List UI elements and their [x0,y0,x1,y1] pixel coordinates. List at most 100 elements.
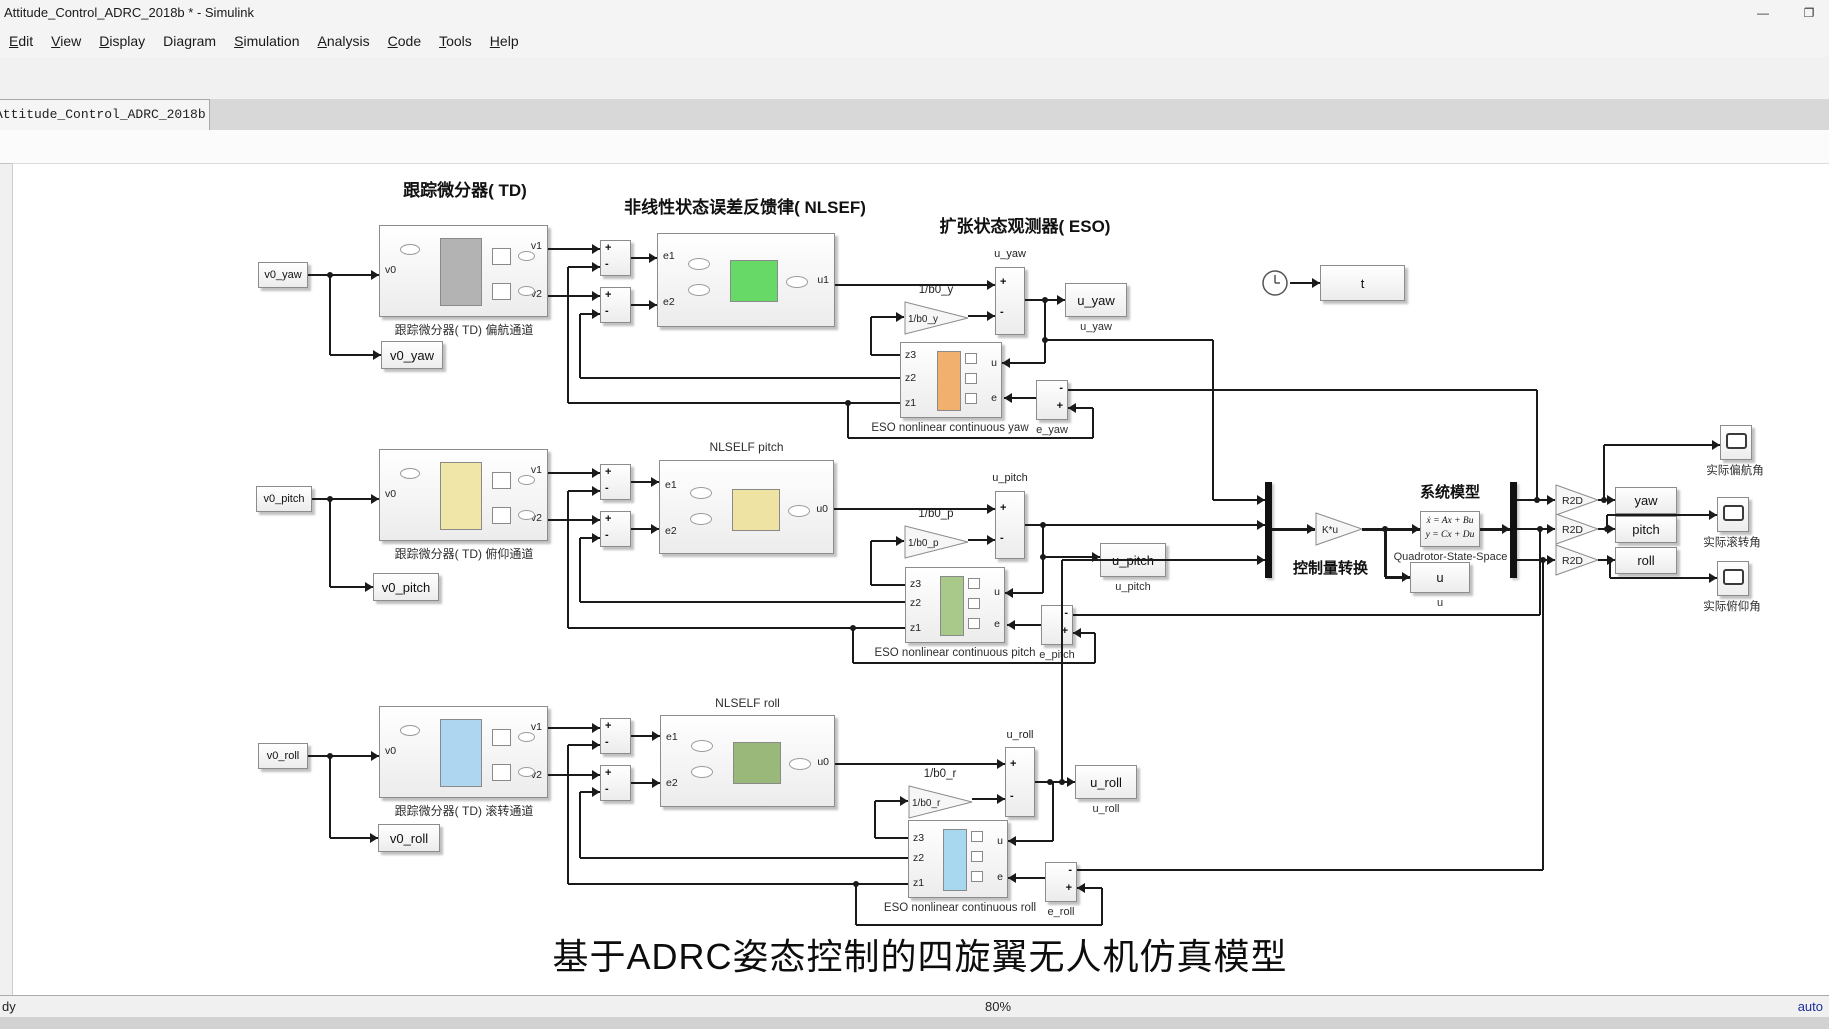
svg-text:R2D: R2D [1562,555,1583,567]
r2d-gain-roll[interactable]: R2D [1555,544,1600,578]
eso-subsystem-yaw[interactable]: z3 z2 z1 u e [900,342,1002,418]
gain-ku[interactable]: K*u [1315,512,1364,547]
signal-wire [548,727,600,729]
goto-u-yaw-caption: u_yaw [1080,321,1112,333]
sum-roll-e1[interactable]: +- [600,718,631,754]
eso-subsystem-roll[interactable]: z3 z2 z1 u e [908,820,1008,898]
r2d-gain-pitch[interactable]: R2D [1555,513,1600,547]
signal-wire [580,377,900,379]
goto-v0-roll[interactable]: v0_roll [378,824,440,852]
wire-junction-dot [1042,337,1048,343]
td-subsystem-roll[interactable]: v0 v1 v2 [379,706,548,798]
menu-edit[interactable]: Edit [9,33,34,49]
goto-u-roll[interactable]: u_roll [1075,765,1137,799]
wire-arrowhead [900,796,908,806]
menu-view[interactable]: View [51,33,82,49]
goto-pitch[interactable]: pitch [1615,516,1677,543]
sum-e-pitch[interactable]: -+ [1041,605,1073,645]
sum-e-yaw[interactable]: -+ [1036,380,1068,420]
wire-arrowhead [987,535,995,545]
wire-junction-dot [1604,526,1610,532]
wire-junction-dot [850,625,856,631]
wire-arrowhead [1005,588,1013,598]
nlsef-subsystem-yaw[interactable]: e1 e2 u1 [657,233,835,327]
signal-wire [874,801,876,838]
maximize-button[interactable]: ❐ [1803,6,1815,20]
menu-bar: Edit View Display Diagram Simulation Analysis… [0,27,1829,57]
from-v0-pitch[interactable]: v0_pitch [256,486,312,512]
sum-u-yaw[interactable]: +- [995,267,1025,335]
signal-wire [548,248,600,250]
tab-model[interactable]: Attitude_Control_ADRC_2018b [0,99,210,130]
sum-pitch-e1[interactable]: +- [600,464,631,500]
signal-wire [580,791,600,793]
wire-arrowhead [592,262,600,272]
label-plant-section: 系统模型 [1419,484,1480,501]
goto-roll[interactable]: roll [1615,547,1677,574]
svg-text:1/b0_p: 1/b0_p [908,538,939,549]
menu-analysis[interactable]: Analysis [317,33,370,49]
signal-wire [330,354,381,356]
signal-wire [568,883,908,885]
port-label: v0 [385,264,397,276]
menu-diagram[interactable]: Diagram [163,33,217,49]
eso-subsystem-pitch[interactable]: z3 z2 z1 u e [905,567,1005,643]
menu-code[interactable]: Code [387,33,422,49]
goto-u-yaw[interactable]: u_yaw [1065,283,1127,317]
nlsef-subsystem-pitch[interactable]: e1 e2 u0 [659,460,834,554]
state-space-block[interactable]: ẋ = Ax + Bu y = Cx + Du [1420,511,1480,547]
wire-junction-dot [1607,557,1613,563]
scope-pitch[interactable] [1717,561,1749,596]
r2d-gain-yaw[interactable]: R2D [1555,484,1600,518]
menu-tools[interactable]: Tools [439,33,472,49]
from-v0-roll[interactable]: v0_roll [258,743,308,769]
minimize-button[interactable]: — [1757,6,1769,20]
sum-e-roll[interactable]: -+ [1045,862,1077,902]
port-label: e2 [663,296,675,308]
sum-pitch-e2[interactable]: +- [600,511,631,547]
clock-block[interactable] [1261,269,1291,299]
wire-arrowhead [592,291,600,301]
nlsef-roll-label: NLSELF roll [715,696,780,710]
wire-arrowhead [1257,555,1265,565]
wire-arrowhead [1502,524,1510,534]
td-subsystem-yaw[interactable]: v0 v1 v2 [379,225,548,317]
horizontal-scrollbar[interactable] [0,1017,1829,1029]
to-workspace-t[interactable]: t [1320,265,1405,301]
gain-b0y[interactable]: 1/b0_y [904,301,970,336]
signal-wire [1603,445,1605,500]
goto-u-pitch-caption: u_pitch [1115,581,1151,593]
menu-help[interactable]: Help [489,33,519,49]
sum-yaw-e2[interactable]: +- [600,287,631,323]
goto-v0-yaw[interactable]: v0_yaw [381,341,443,369]
mux-block[interactable] [1265,482,1272,578]
wire-junction-dot [1047,779,1053,785]
sum-u-pitch[interactable]: +- [995,491,1025,559]
wire-arrowhead [651,477,659,487]
goto-v0-pitch[interactable]: v0_pitch [373,573,439,601]
sum-roll-e2[interactable]: +- [600,765,631,801]
menu-simulation[interactable]: Simulation [234,33,300,49]
gain-b0r[interactable]: 1/b0_r [908,785,974,820]
td-subsystem-pitch[interactable]: v0 v1 v2 [379,449,548,541]
wire-arrowhead [1607,495,1615,505]
model-title-annotation: 基于ADRC姿态控制的四旋翼无人机仿真模型 [552,936,1288,977]
goto-yaw[interactable]: yaw [1615,487,1677,514]
wire-arrowhead [652,778,660,788]
goto-u[interactable]: u [1410,562,1470,593]
sum-yaw-e1[interactable]: +- [600,240,631,276]
signal-wire [852,628,854,663]
signal-wire [835,284,995,286]
wire-arrowhead [592,770,600,780]
sum-u-pitch-label: u_pitch [992,472,1028,484]
gain-b0p[interactable]: 1/b0_p [904,525,970,560]
menu-display[interactable]: Display [99,33,146,49]
scope-roll[interactable] [1717,497,1749,532]
signal-wire [834,508,995,510]
nlsef-subsystem-roll[interactable]: e1 e2 u0 [660,715,835,807]
demux-block[interactable] [1510,482,1517,578]
signal-wire [548,472,600,474]
scope-yaw[interactable] [1720,425,1752,460]
from-v0-yaw[interactable]: v0_yaw [258,262,308,288]
sum-u-roll[interactable]: +- [1005,747,1035,817]
